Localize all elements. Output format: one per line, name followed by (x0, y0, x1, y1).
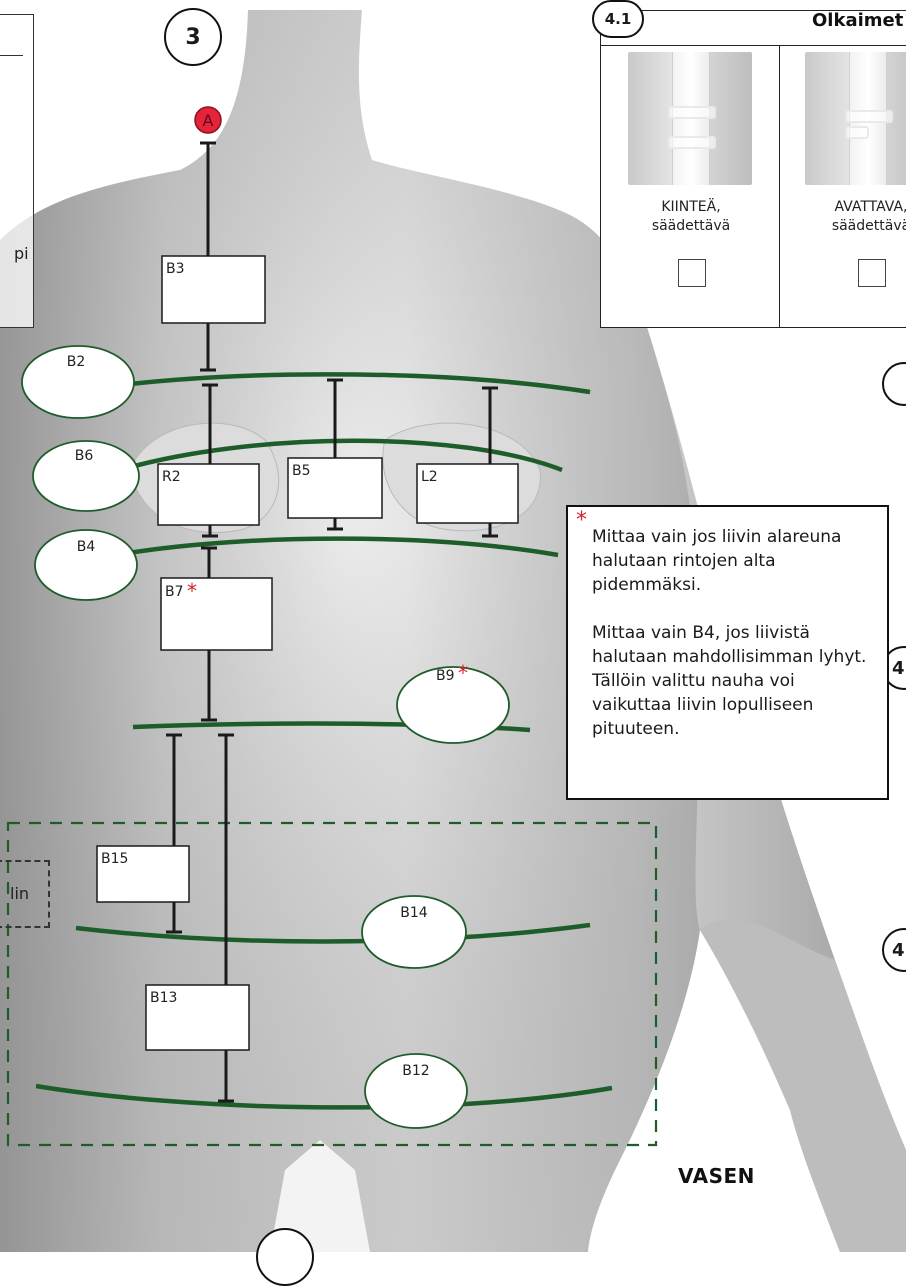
line-b12 (35, 1083, 613, 1110)
straps-panel-badge: 4.1 (592, 0, 644, 38)
circumference-lines (35, 372, 613, 1110)
strap-photo-fixed (628, 52, 752, 185)
body-measurement-figure: A B3 R2 B5 L2 B7 * B15 B13 B2 B6 B4 (0, 10, 906, 1252)
measure-oval-b12[interactable]: B12 (364, 1053, 468, 1129)
left-panel-divider (0, 55, 23, 56)
measure-box-label: L2 (421, 469, 438, 485)
measure-oval-b14[interactable]: B14 (361, 895, 467, 969)
vertical-measure-lines (166, 141, 498, 1103)
measure-oval-label: B6 (75, 448, 94, 464)
left-fragment-lin: lin (10, 884, 30, 903)
line-b4 (127, 536, 559, 558)
measure-box-label: R2 (162, 469, 181, 485)
hip-area-dashed-frame (6, 821, 658, 1147)
left-fragment-pi: pi (14, 244, 29, 263)
note-box: * Mittaa vain jos liivin alareuna haluta… (566, 505, 889, 800)
measure-box-b5[interactable]: B5 (287, 457, 383, 519)
measure-oval-label: B12 (402, 1063, 429, 1079)
side-label: VASEN (678, 1164, 755, 1188)
left-clipped-panel (0, 14, 34, 328)
left-dashed-box (0, 860, 50, 928)
strap-option-fixed-label: KIINTEÄ, säädettävä (606, 198, 776, 236)
measure-box-r2[interactable]: R2 (157, 463, 260, 526)
note-paragraph-2: Mittaa vain B4, jos liivistä halutaan ma… (592, 623, 867, 739)
measure-box-b3[interactable]: B3 (161, 255, 266, 324)
measure-oval-b2[interactable]: B2 (21, 345, 135, 419)
measure-box-label: B7 (165, 584, 184, 600)
measure-box-b13[interactable]: B13 (145, 984, 250, 1051)
point-a-marker (194, 106, 222, 134)
measure-box-l2[interactable]: L2 (416, 463, 519, 524)
point-a-label: A (203, 111, 214, 130)
strap-option-line1: AVATTAVA, (834, 199, 906, 215)
measure-oval-label: B2 (67, 354, 86, 370)
asterisk-mark: * (458, 661, 468, 685)
strap-option-openable-label: AVATTAVA, säädettävä (786, 198, 906, 236)
straps-panel-title: Olkaimet (812, 10, 904, 31)
straps-panel-divider (779, 45, 780, 328)
section-3-badge: 3 (164, 8, 222, 66)
measure-box-b15[interactable]: B15 (96, 845, 190, 903)
line-b6 (119, 438, 563, 473)
strap-photo-openable (805, 52, 906, 185)
strap-openable-checkbox[interactable] (858, 259, 886, 287)
measure-oval-label: B9 (436, 668, 455, 684)
thigh-gap (270, 1140, 370, 1252)
measure-oval-b4[interactable]: B4 (34, 529, 138, 601)
measure-box-label: B3 (166, 261, 185, 277)
line-b2 (129, 372, 591, 395)
measure-box-b7[interactable]: B7 * (160, 577, 273, 651)
left-arm (700, 919, 906, 1252)
strap-option-line1: KIINTEÄ, (661, 199, 721, 215)
note-paragraph-1: Mittaa vain jos liivin alareuna halutaan… (592, 527, 842, 595)
straps-panel-header-rule (600, 45, 906, 46)
note-asterisk: * (576, 508, 587, 533)
strap-option-line2: säädettävä (831, 218, 906, 234)
section-bottom-badge (256, 1228, 314, 1286)
measure-oval-b6[interactable]: B6 (32, 440, 140, 512)
measure-box-label: B15 (101, 851, 128, 867)
strap-option-line2: säädettävä (651, 218, 731, 234)
measure-box-label: B5 (292, 463, 311, 479)
measure-oval-label: B14 (400, 905, 428, 921)
measure-oval-b9[interactable]: B9 * (396, 661, 510, 744)
measure-oval-label: B4 (77, 539, 96, 555)
strap-fixed-checkbox[interactable] (678, 259, 706, 287)
measure-box-label: B13 (150, 990, 177, 1006)
asterisk-mark: * (187, 579, 197, 603)
line-b14 (75, 922, 591, 944)
